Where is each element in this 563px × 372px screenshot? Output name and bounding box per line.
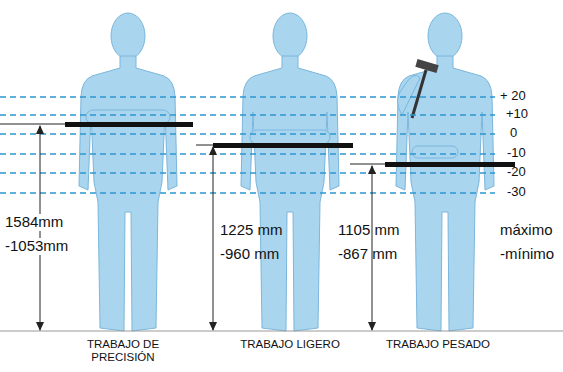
human-silhouettes (79, 13, 494, 331)
dimension-max: 1105 mm (338, 222, 399, 239)
task-caption: TRABAJO DE PRECISIÓN (68, 338, 178, 363)
scale-mark: -20 (507, 165, 526, 179)
scale-mark: -10 (507, 146, 526, 160)
dimension-min: -867 mm (338, 246, 397, 263)
dimension-lines (0, 124, 563, 331)
hammer (412, 59, 439, 118)
dimension-min: -960 mm (220, 246, 279, 263)
dimension-min: -1053mm (4, 238, 69, 255)
scale-mark: -30 (507, 185, 526, 199)
dimension-arrows (36, 125, 376, 331)
legend-min: -mínimo (500, 246, 554, 263)
scale-mark: + 20 (500, 89, 526, 103)
scale-mark: +10 (506, 107, 528, 121)
task-caption: TRABAJO PESADO (383, 338, 493, 351)
dimension-max: 1225 mm (220, 222, 283, 239)
dimension-max: 1584mm (4, 214, 64, 231)
work-surfaces (65, 122, 515, 167)
legend-max: máximo (500, 222, 553, 239)
scale-mark: 0 (510, 126, 517, 140)
level-lines (0, 97, 495, 193)
task-caption: TRABAJO LIGERO (235, 338, 345, 351)
